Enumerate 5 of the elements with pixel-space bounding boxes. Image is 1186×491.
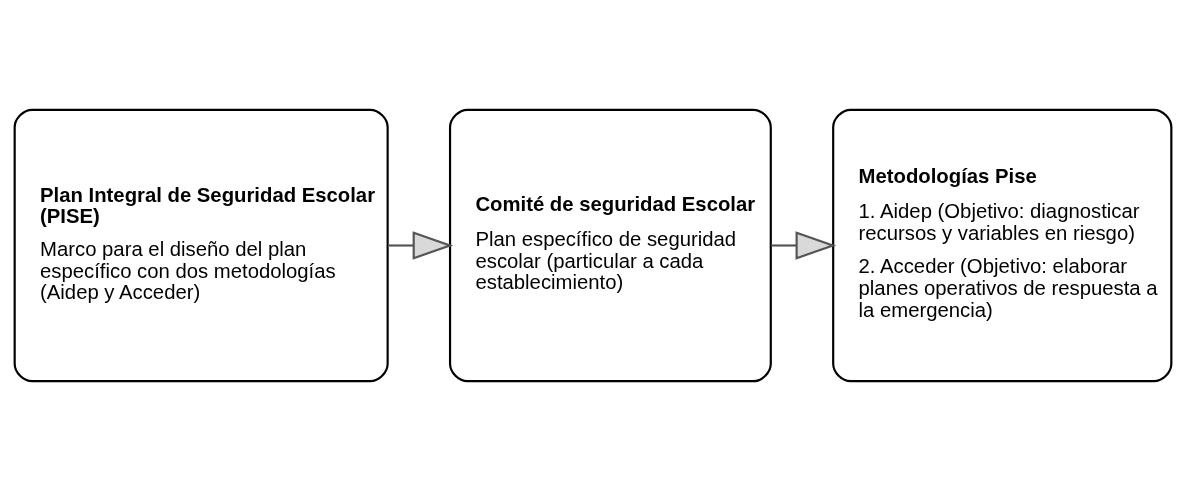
node-box: Comité de seguridad Escolar Plan específico de seguridad escolar (particular a cada establecimiento) [448,108,772,383]
node-box: Plan Integral de Seguridad Escolar (PISE) Marco para el diseño del plan específico con dos metodologías (Aidep y Acceder) [13,108,389,383]
node-box: Metodologías Pise 1. Aidep (Objetivo: diagnosticar recursos y variables en riesgo) 2. Acceder (Objetivo: elaborar planes operativos de respuesta a la emergencia) [832,108,1173,383]
arrow [387,231,454,260]
arrow [771,231,837,260]
